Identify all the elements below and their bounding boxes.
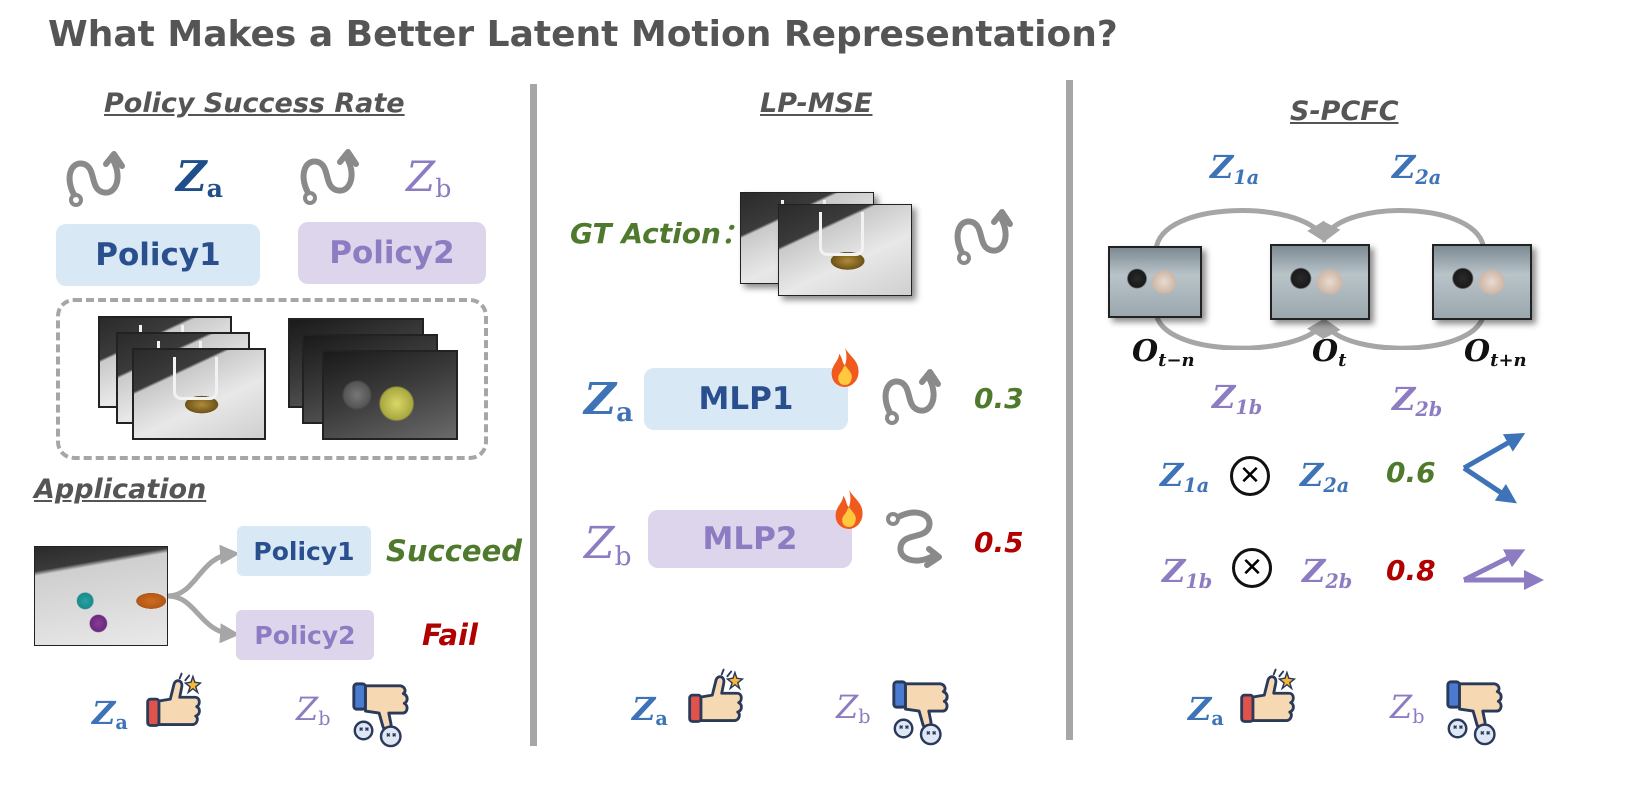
succeed-label: Succeed <box>386 534 523 568</box>
thumbs-down-icon <box>1442 678 1510 746</box>
trajectory-icon <box>950 202 1020 274</box>
mlp2-box: MLP2 <box>648 510 852 568</box>
z-b-label: Zb <box>406 152 452 204</box>
divider-left <box>530 84 537 746</box>
thumbs-up-icon <box>684 668 750 726</box>
application-scene <box>34 546 168 646</box>
o-t-plus-n-label: Ot+n <box>1464 334 1527 372</box>
z-1a-sim-label: Z1a <box>1160 456 1210 497</box>
o-t-label: Ot <box>1312 334 1347 372</box>
z-2b-sim-label: Z2b <box>1302 552 1353 593</box>
app-policy1-box: Policy1 <box>237 526 371 576</box>
training-data-frame <box>56 298 488 460</box>
s-pcfc-title: S-PCFC <box>1290 96 1399 127</box>
trajectory-icon <box>62 144 132 216</box>
observation-frame-t-minus-n <box>1108 246 1202 318</box>
trajectory-icon <box>878 508 948 572</box>
fire-icon <box>830 488 868 530</box>
z-1b-sim-label: Z1b <box>1162 552 1213 593</box>
gt-action-label: GT Action： <box>570 217 749 250</box>
otimes-icon: ✕ <box>1232 548 1272 588</box>
policy2-box: Policy2 <box>298 222 486 284</box>
z-1b-label: Z1b <box>1212 378 1263 419</box>
policy1-box: Policy1 <box>56 224 260 286</box>
thumbs-up-icon <box>1236 668 1302 726</box>
z-a-verdict-label: Za <box>92 694 128 734</box>
otimes-icon: ✕ <box>1230 456 1270 496</box>
lp-mse-value-b: 0.5 <box>974 526 1024 559</box>
gt-frame <box>778 204 912 296</box>
policy-success-rate-title: Policy Success Rate <box>104 88 405 119</box>
lp-mse-title: LP-MSE <box>760 88 873 119</box>
angle-vectors-b <box>1462 549 1544 590</box>
cycle-arrows <box>1153 208 1487 350</box>
app-policy2-box: Policy2 <box>236 610 374 660</box>
application-title: Application <box>34 474 207 505</box>
z-b-verdict-label: Zb <box>1390 688 1425 728</box>
trajectory-icon <box>296 142 366 214</box>
thumbs-up-icon <box>142 672 208 730</box>
angle-vectors-a <box>1462 433 1526 504</box>
z-b-verdict-label: Zb <box>296 690 331 730</box>
divider-right <box>1066 80 1073 740</box>
z-2b-label: Z2b <box>1392 380 1443 421</box>
z-b-verdict-label: Zb <box>836 688 871 728</box>
z-2a-sim-label: Z2a <box>1300 456 1350 497</box>
s-pcfc-value-a: 0.6 <box>1386 456 1436 489</box>
observation-frame-t-plus-n <box>1432 244 1532 320</box>
z-a-verdict-label: Za <box>632 690 668 730</box>
thumbs-down-icon <box>888 678 956 746</box>
branch-arrows <box>167 544 240 644</box>
o-t-minus-n-label: Ot−n <box>1132 334 1195 372</box>
page-title: What Makes a Better Latent Motion Repres… <box>48 14 1118 55</box>
lp-mse-value-a: 0.3 <box>974 382 1024 415</box>
observation-frame-t <box>1270 244 1370 320</box>
fire-icon <box>826 346 864 388</box>
mlp1-box: MLP1 <box>644 368 848 430</box>
z-a-verdict-label: Za <box>1188 690 1224 730</box>
scene-frame <box>322 350 458 440</box>
s-pcfc-value-b: 0.8 <box>1386 554 1436 587</box>
z-b-mlp-label: Zb <box>584 518 632 572</box>
z-1a-label: Z1a <box>1210 148 1260 189</box>
robot-frame <box>132 348 266 440</box>
z-a-mlp-label: Za <box>584 374 634 428</box>
thumbs-down-icon <box>348 680 416 748</box>
fail-label: Fail <box>422 618 478 652</box>
z-a-label: Za <box>176 152 223 204</box>
trajectory-icon <box>878 362 948 434</box>
z-2a-label: Z2a <box>1392 148 1442 189</box>
